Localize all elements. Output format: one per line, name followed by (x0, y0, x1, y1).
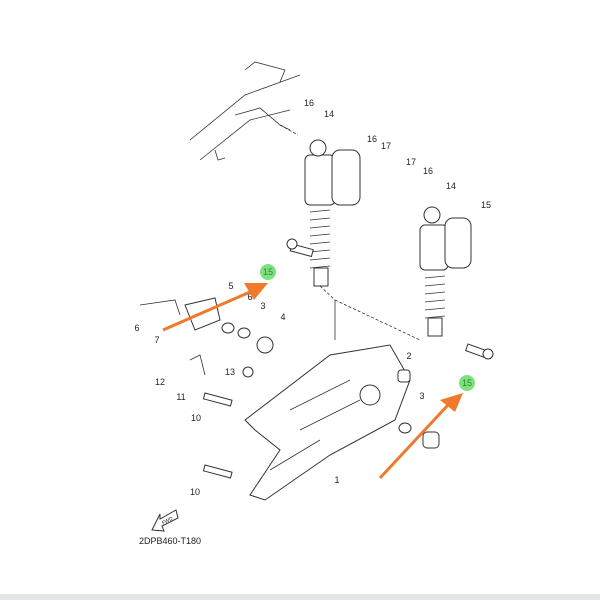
swingarm (139, 297, 440, 501)
callout: 10 (191, 413, 201, 423)
fwd-arrow-icon: FWD (151, 509, 179, 532)
callout: 11 (176, 392, 185, 402)
callout-labels: 16 14 16 17 17 16 14 15 15 5 6 3 4 6 7 2… (134, 98, 491, 497)
callout: 17 (406, 157, 416, 167)
callout: 6 (247, 292, 252, 302)
callout: 4 (280, 312, 285, 322)
bottom-bar (0, 594, 600, 600)
rear-shock-right (334, 206, 472, 341)
callout: 5 (228, 281, 233, 291)
callout: 14 (446, 181, 456, 191)
orange-arrows (162, 283, 463, 480)
highlight-marker (260, 264, 276, 280)
rear-shock-left (304, 139, 361, 340)
callout: 16 (423, 166, 433, 176)
callout: 3 (260, 301, 265, 311)
callout: 17 (381, 141, 391, 151)
callout: 6 (134, 323, 139, 333)
bolts (202, 238, 494, 479)
callout: 2 (406, 351, 411, 361)
frame-drawing (189, 61, 301, 161)
highlight-marker (459, 375, 475, 391)
callout: 1 (334, 475, 339, 485)
fwd-label: FWD (161, 516, 174, 527)
callout: 10 (190, 487, 200, 497)
callout: 12 (155, 377, 165, 387)
callout: 16 (304, 98, 314, 108)
callout: 16 (367, 134, 377, 144)
callout: 13 (225, 367, 235, 377)
callout: 7 (154, 335, 159, 345)
drawing-code: 2DPB460-T180 (139, 536, 201, 546)
callout: 3 (419, 391, 424, 401)
callout-highlighted: 15 (462, 378, 472, 388)
callout: 14 (324, 109, 334, 119)
callout-highlighted: 15 (263, 267, 273, 277)
callout: 15 (481, 200, 491, 210)
